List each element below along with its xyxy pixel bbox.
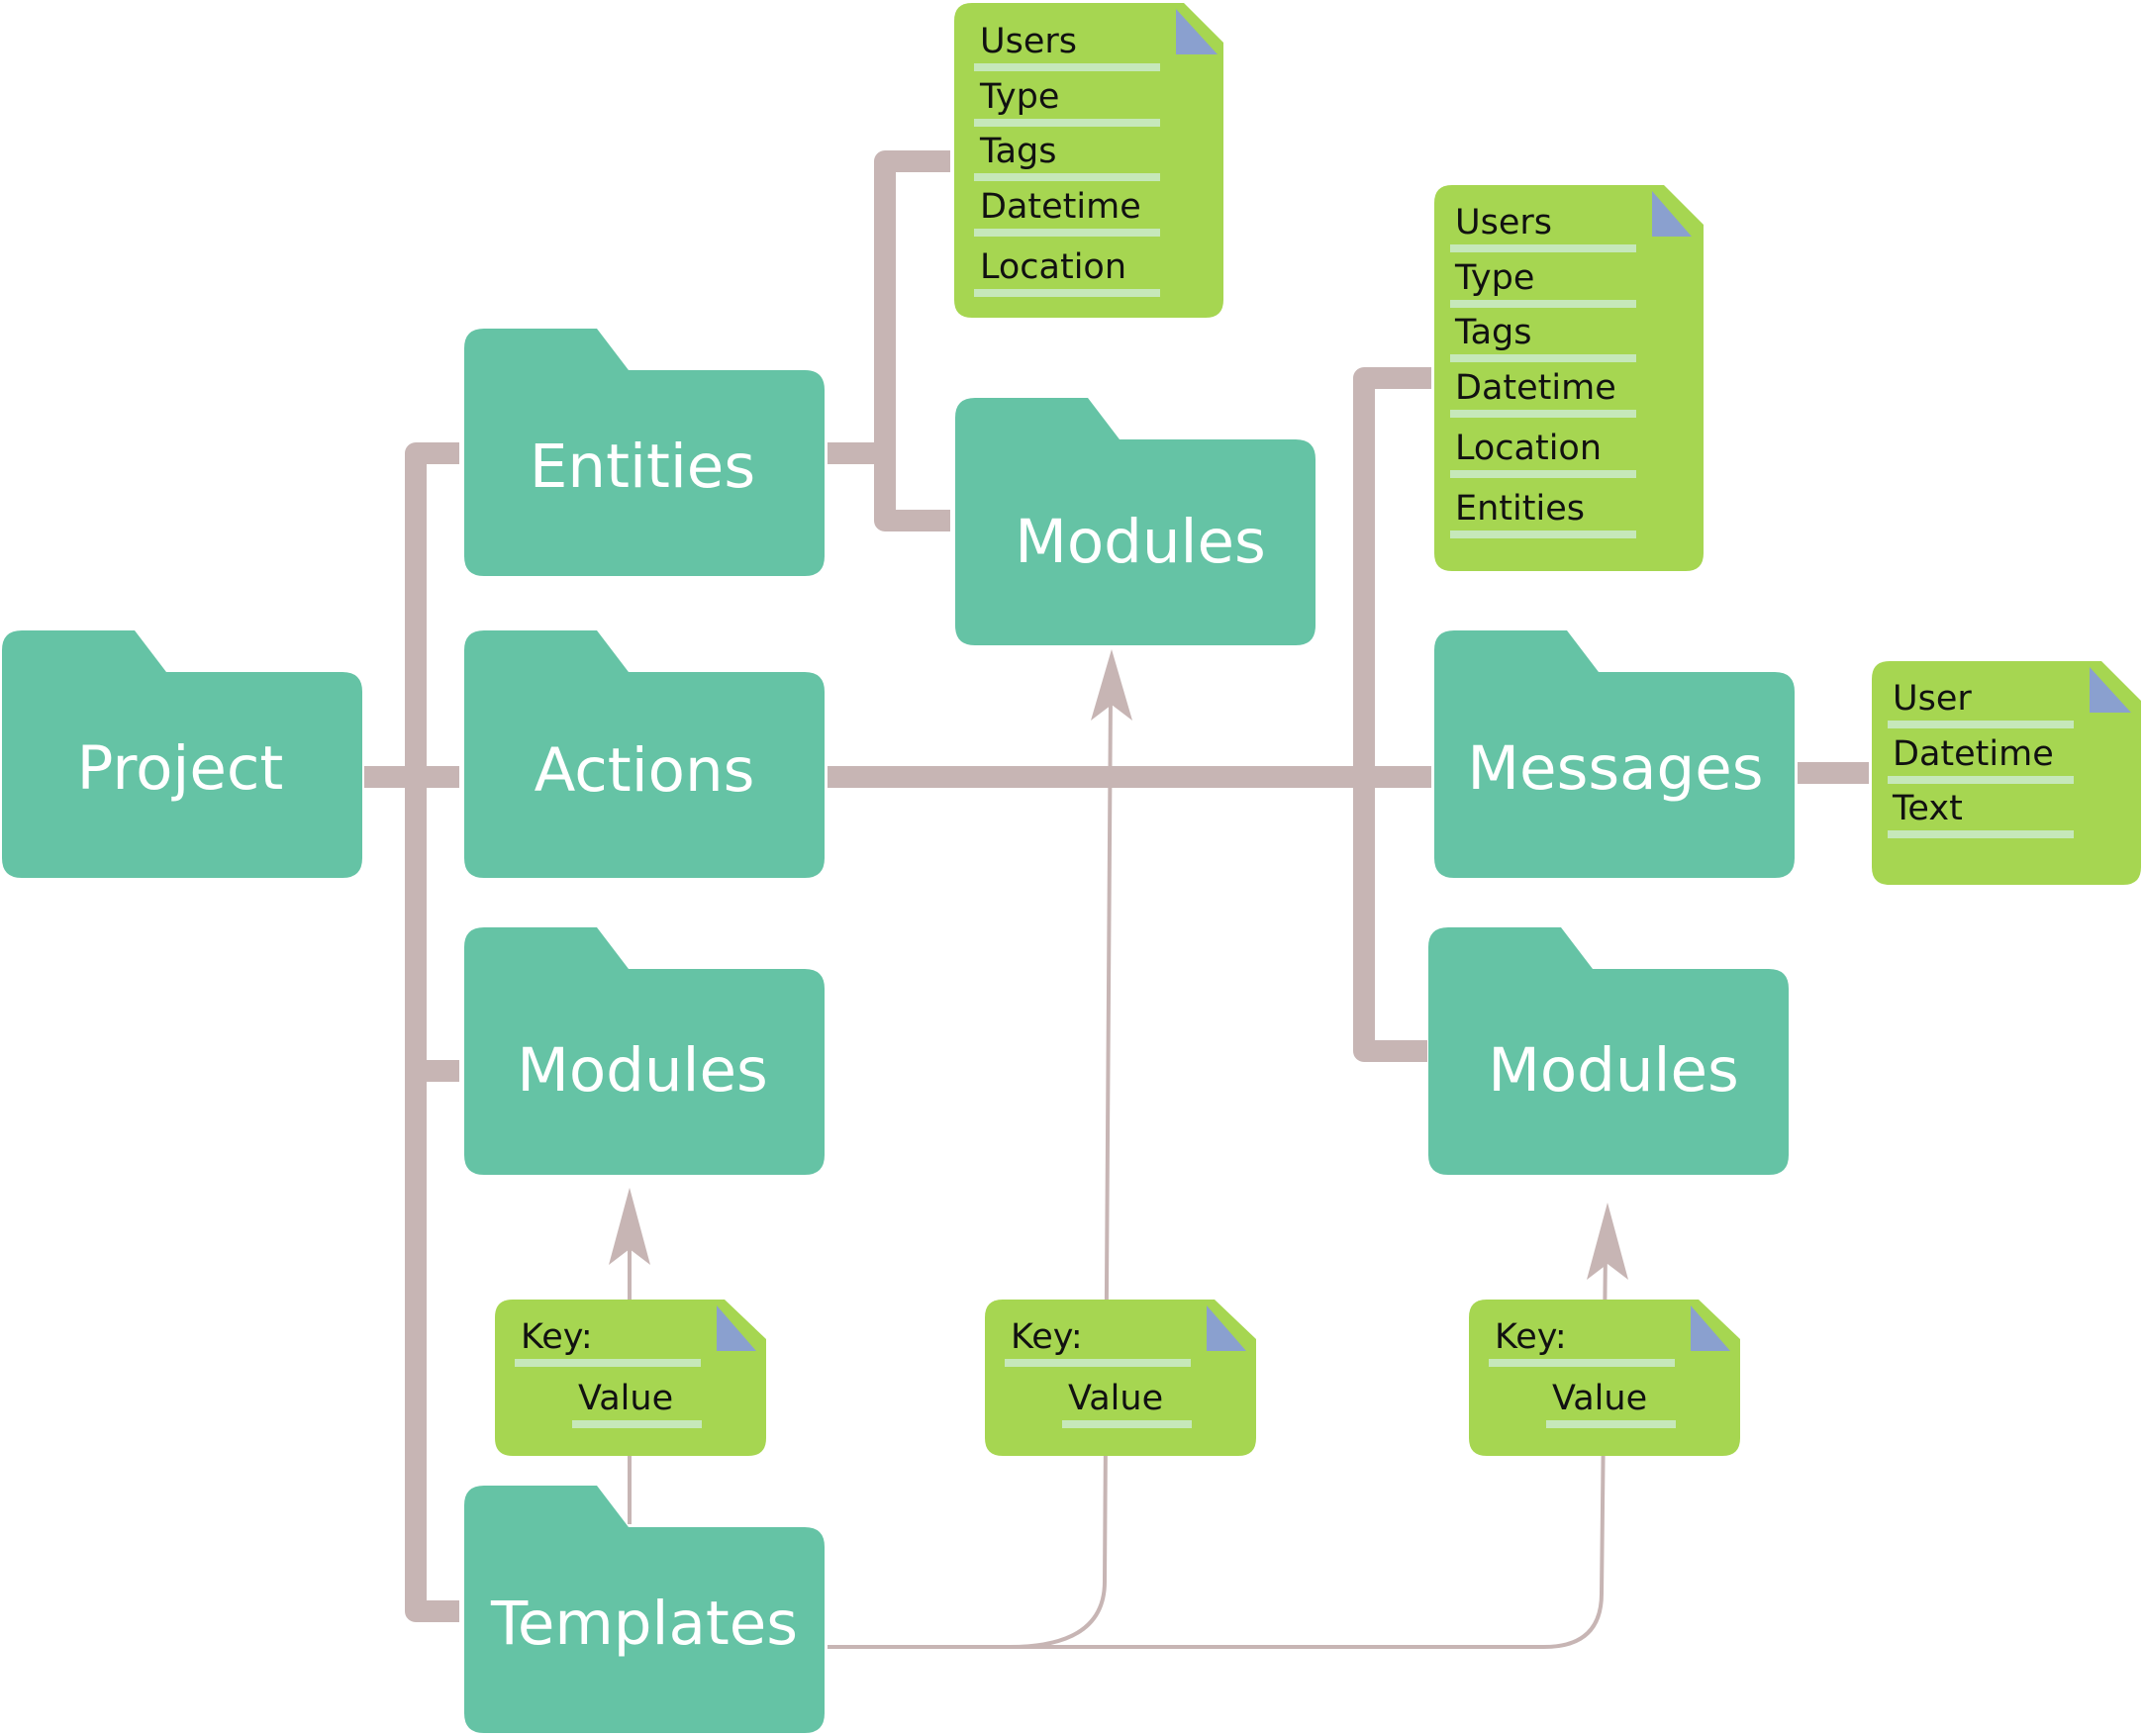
field-underline: [1450, 410, 1636, 418]
corner-fold-icon: [2090, 667, 2131, 713]
folder-entities-modules[interactable]: Modules: [955, 398, 1316, 645]
doc-template-key-value-1[interactable]: Key: Value: [495, 1300, 766, 1456]
folder-label: Templates: [490, 1589, 798, 1659]
field-underline: [974, 289, 1160, 297]
field-label: Location: [1455, 429, 1602, 468]
folder-icon: [2, 630, 362, 878]
key-underline: [1005, 1359, 1191, 1367]
folder-label: Messages: [1467, 733, 1763, 804]
connector-entities-branch: [874, 150, 950, 531]
doc-template-key-value-3[interactable]: Key: Value: [1469, 1300, 1740, 1456]
value-label: Value: [578, 1379, 673, 1418]
value-label: Value: [1552, 1379, 1647, 1418]
key-label: Key:: [521, 1317, 593, 1357]
value-underline: [572, 1420, 702, 1428]
folder-project[interactable]: Project: [2, 630, 362, 878]
folder-label: Modules: [1488, 1035, 1739, 1106]
folder-icon: [464, 329, 825, 576]
field-underline: [1450, 354, 1636, 362]
doc-messages-fields[interactable]: User Datetime Text: [1872, 661, 2141, 885]
arrowheads: [609, 649, 1628, 1280]
field-label: Location: [980, 247, 1126, 287]
folder-icon: [464, 1486, 825, 1733]
folder-label: Modules: [1015, 507, 1266, 577]
folder-entities[interactable]: Entities: [464, 329, 825, 576]
value-label: Value: [1068, 1379, 1163, 1418]
field-label: Type: [1454, 258, 1534, 298]
folder-modules[interactable]: Modules: [464, 927, 825, 1175]
connectors: [364, 150, 1869, 1622]
arrow-templates-to-entities-modules: [828, 692, 1113, 1649]
corner-fold-icon: [1176, 9, 1218, 54]
document-icon: [985, 1300, 1256, 1456]
field-label: Users: [980, 22, 1077, 61]
field-list: [1450, 244, 1636, 538]
field-label: Datetime: [1455, 368, 1616, 408]
doc-actions-fields[interactable]: Users Type Tags Datetime Location Entiti…: [1434, 185, 1704, 571]
field-underline: [1888, 776, 2074, 784]
field-label: Text: [1892, 789, 1963, 828]
field-underline: [1450, 300, 1636, 308]
arrowhead-entities-modules: [1091, 649, 1132, 721]
field-label: Entities: [1455, 489, 1585, 529]
field-underline: [974, 173, 1160, 181]
folder-messages[interactable]: Messages: [1434, 630, 1795, 878]
folder-actions[interactable]: Actions: [464, 630, 825, 878]
key-underline: [1489, 1359, 1675, 1367]
folders: Project Entities Actions Modules Templat…: [2, 329, 1795, 1733]
folder-icon: [1434, 630, 1795, 878]
value-underline: [1546, 1420, 1676, 1428]
folder-label: Actions: [535, 735, 755, 806]
folder-label: Entities: [530, 432, 755, 502]
key-label: Key:: [1011, 1317, 1083, 1357]
field-underline: [974, 63, 1160, 71]
corner-fold-icon: [1691, 1305, 1730, 1351]
connector-main-trunk: [405, 442, 459, 1622]
folder-icon: [464, 630, 825, 878]
field-underline: [1888, 830, 2074, 838]
folder-actions-modules[interactable]: Modules: [1428, 927, 1789, 1175]
corner-fold-icon: [1652, 191, 1692, 237]
field-label: User: [1893, 679, 1972, 719]
arrow-templates-to-actions-modules: [828, 1246, 1608, 1649]
key-underline: [515, 1359, 701, 1367]
folder-label: Modules: [517, 1035, 768, 1106]
arrowhead-modules: [609, 1188, 650, 1265]
field-underline: [1450, 470, 1636, 478]
field-underline: [1888, 721, 2074, 728]
key-label: Key:: [1495, 1317, 1567, 1357]
folder-icon: [1428, 927, 1789, 1175]
folder-icon: [464, 927, 825, 1175]
document-icon: [1872, 661, 2141, 885]
field-underline: [974, 119, 1160, 127]
arrowhead-actions-modules: [1587, 1203, 1628, 1280]
folder-icon: [955, 398, 1316, 645]
field-underline: [1450, 530, 1636, 538]
document-icon: [495, 1300, 766, 1456]
field-list: [1888, 721, 2074, 838]
field-underline: [974, 229, 1160, 237]
connector-actions-branch: [1353, 367, 1431, 1062]
field-label: Users: [1455, 203, 1552, 242]
field-list: [974, 63, 1160, 297]
document-icon: [954, 3, 1223, 318]
field-label: Tags: [979, 132, 1057, 171]
corner-fold-icon: [717, 1305, 756, 1351]
document-icon: [1469, 1300, 1740, 1456]
doc-entities-fields[interactable]: Users Type Tags Datetime Location: [954, 3, 1223, 318]
field-label: Datetime: [980, 187, 1141, 227]
field-label: Type: [979, 77, 1059, 117]
folder-templates[interactable]: Templates: [464, 1486, 825, 1733]
doc-template-key-value-2[interactable]: Key: Value: [985, 1300, 1256, 1456]
field-label: Datetime: [1893, 734, 2054, 774]
documents: Users Type Tags Datetime Location Users …: [495, 3, 2141, 1456]
value-underline: [1062, 1420, 1192, 1428]
field-underline: [1450, 244, 1636, 252]
corner-fold-icon: [1207, 1305, 1246, 1351]
field-label: Tags: [1454, 313, 1532, 352]
folder-label: Project: [77, 733, 284, 804]
